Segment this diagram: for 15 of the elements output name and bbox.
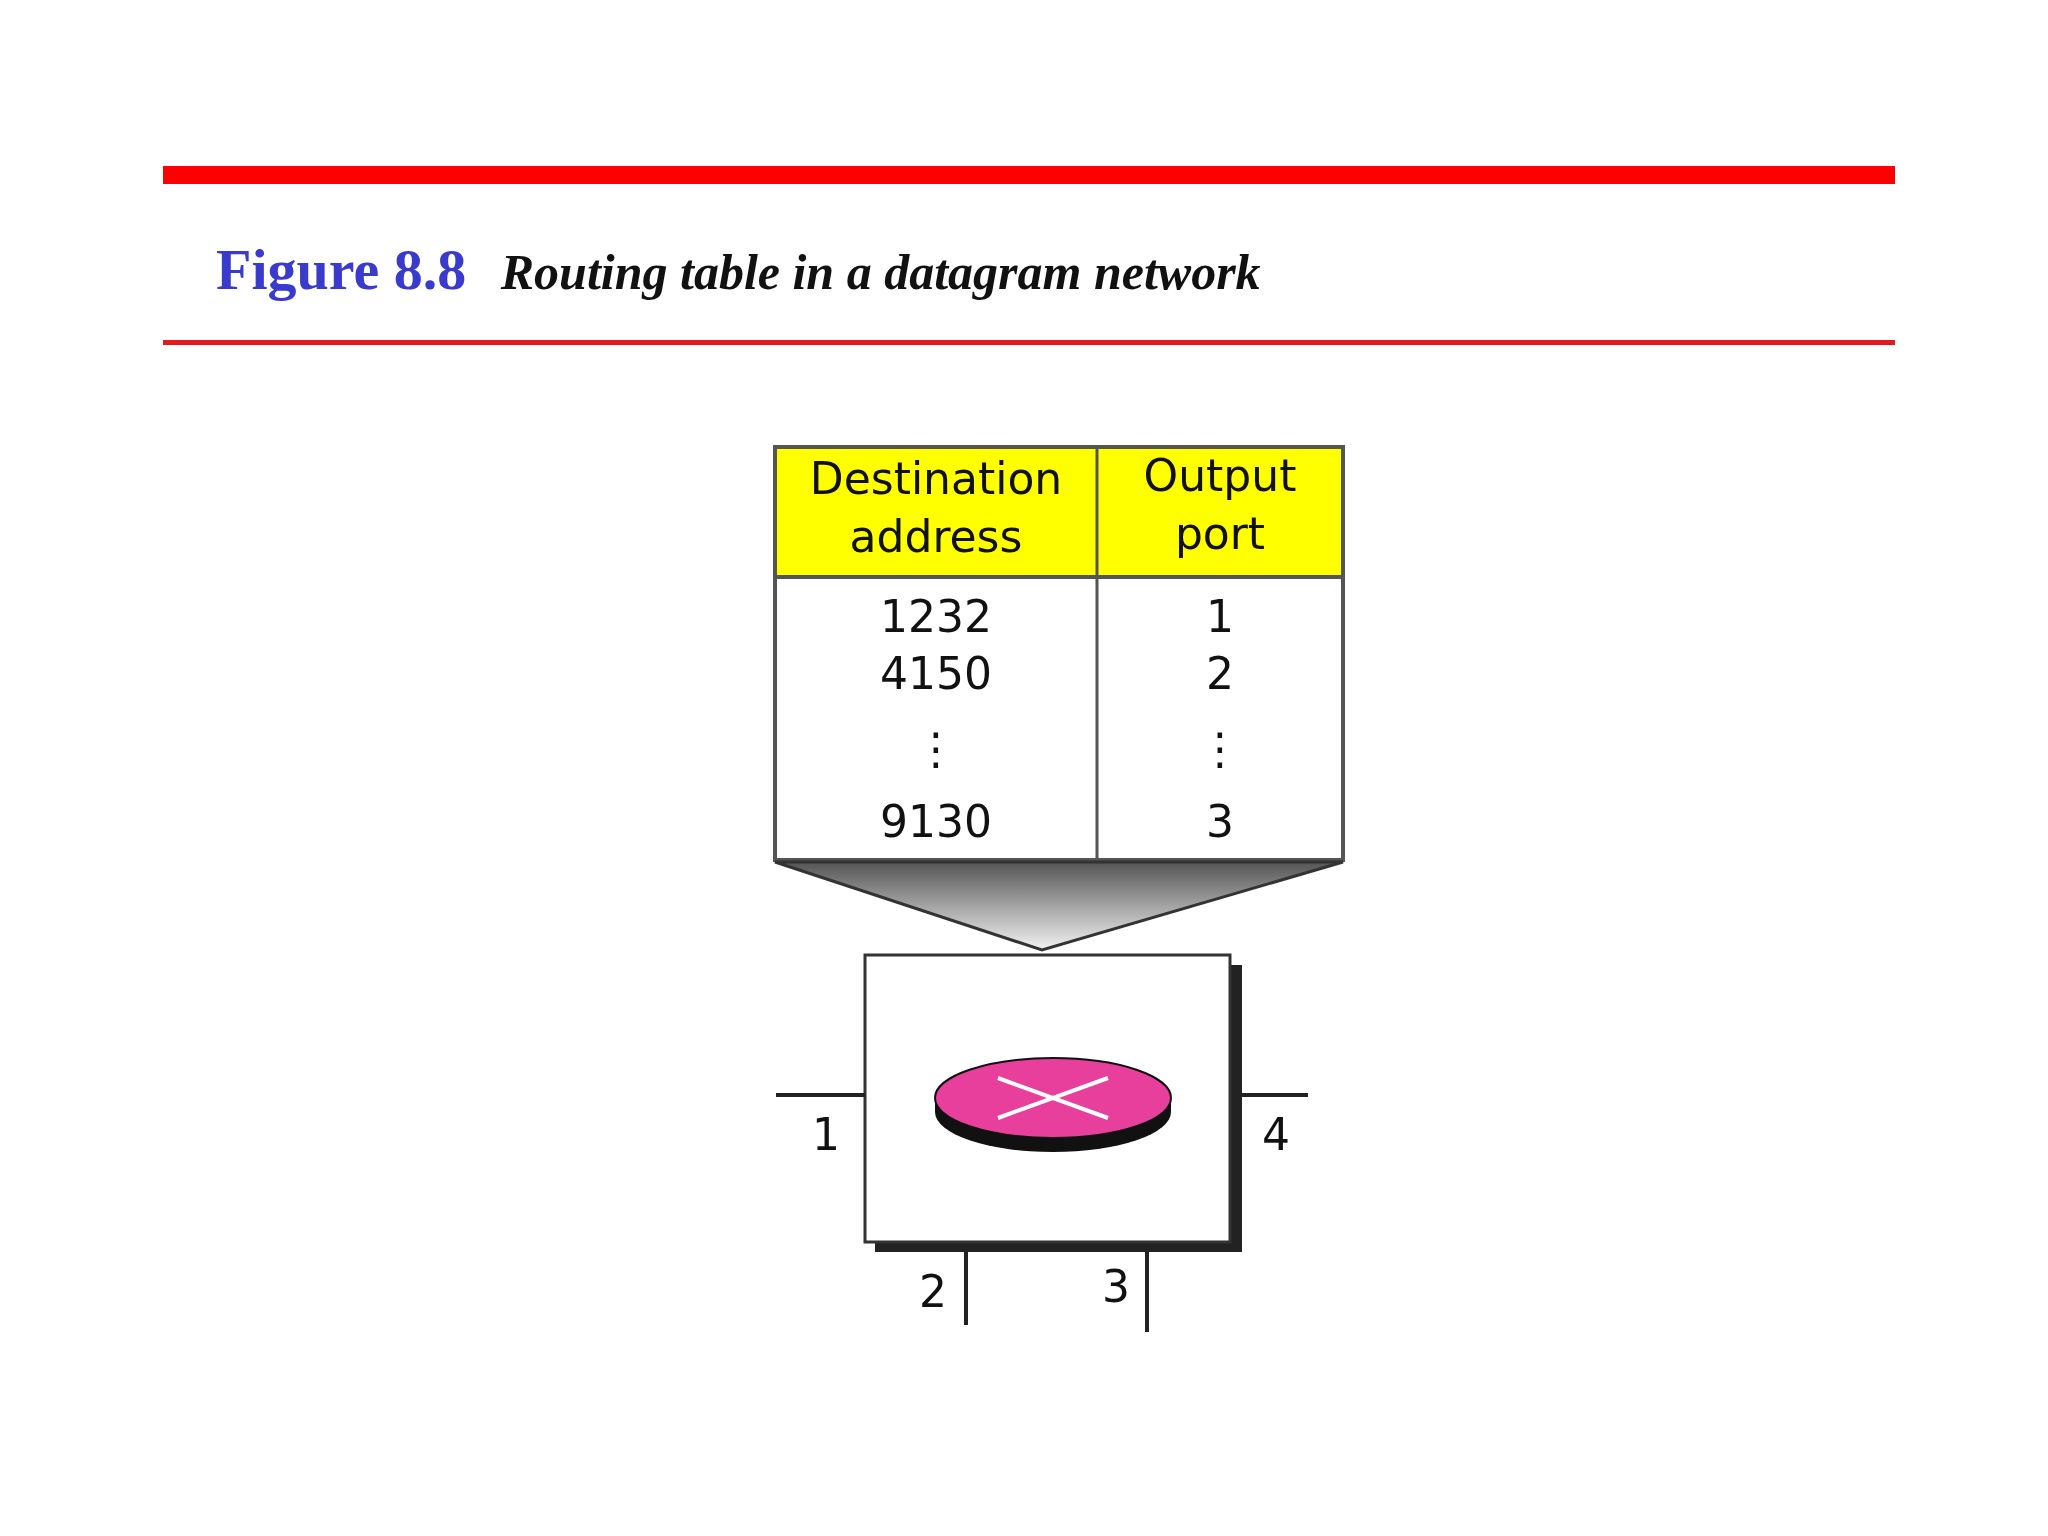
column-header: Destination address	[808, 452, 1064, 564]
port-number: 4	[1261, 1108, 1291, 1162]
address-value: 4150	[879, 647, 993, 701]
column-header: Output port	[1142, 449, 1298, 561]
port-value: 3	[1205, 795, 1235, 849]
port-number: 2	[918, 1265, 948, 1319]
ellipsis-mark: ⋮	[913, 722, 959, 776]
figure-title: Figure 8.8 Routing table in a datagram network	[216, 236, 1261, 303]
port-number: 1	[811, 1108, 841, 1162]
port-number: 3	[1101, 1260, 1131, 1314]
port-value: 2	[1205, 647, 1235, 701]
address-value: 1232	[879, 590, 993, 644]
port-value: 1	[1205, 590, 1235, 644]
ellipsis-mark: ⋮	[1197, 722, 1243, 776]
address-value: 9130	[879, 795, 993, 849]
